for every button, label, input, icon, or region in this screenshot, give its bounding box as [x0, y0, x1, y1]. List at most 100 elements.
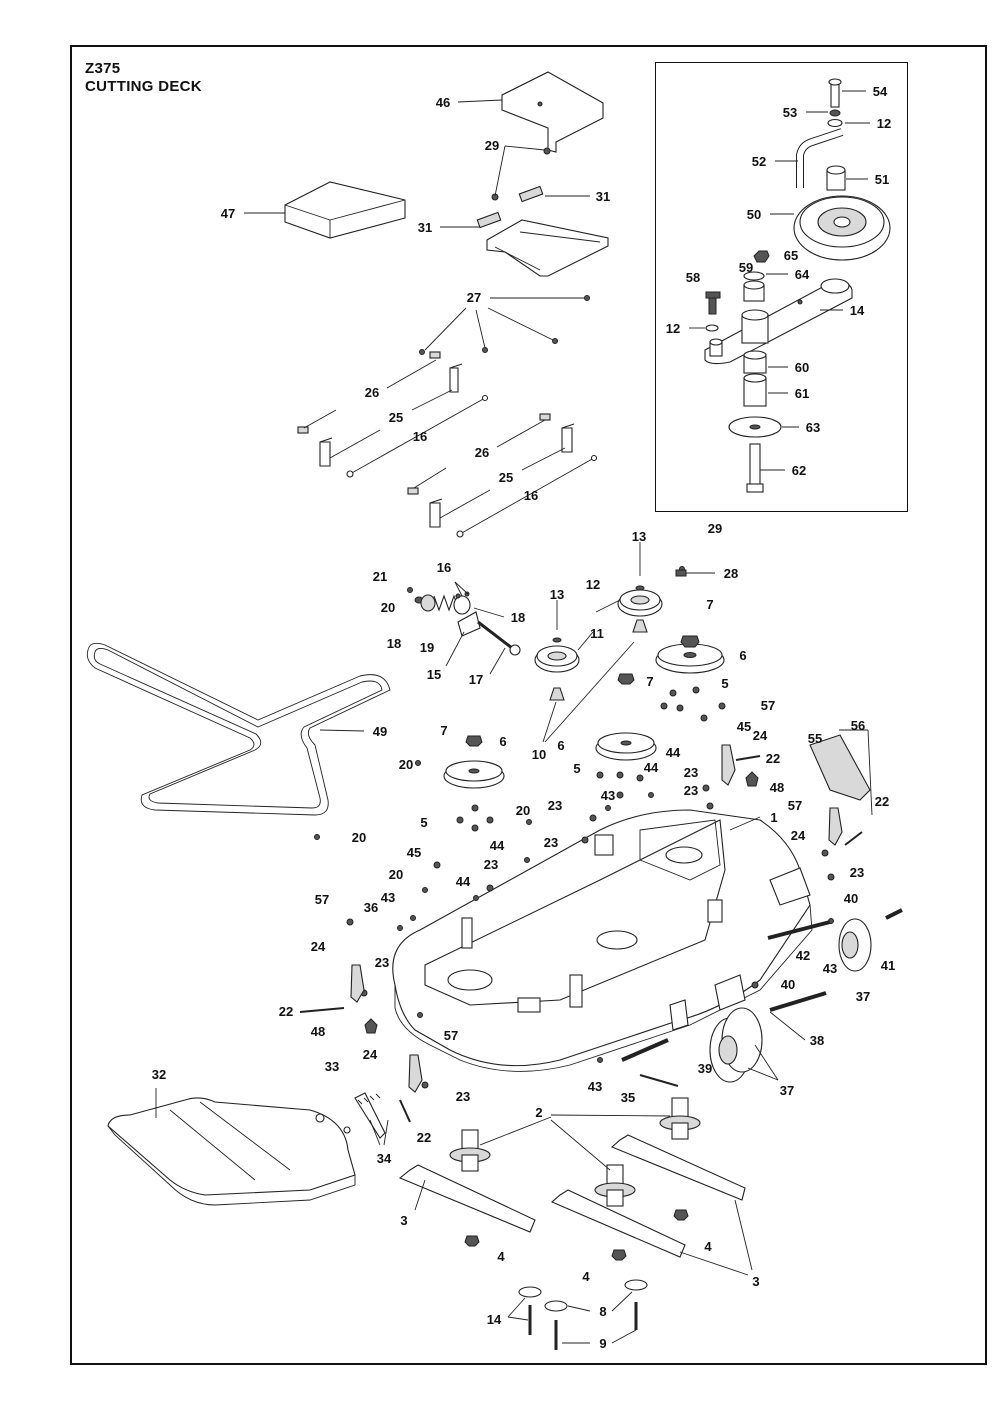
- callout-24: 24: [791, 828, 806, 843]
- mower-blades: [398, 1134, 746, 1350]
- callout-57: 57: [788, 798, 802, 813]
- callout-12: 12: [666, 321, 680, 336]
- callout-37: 37: [856, 989, 870, 1004]
- callout-57: 57: [315, 892, 329, 907]
- callout-40: 40: [844, 891, 858, 906]
- callout-16: 16: [437, 560, 451, 575]
- diagram-frame: [70, 45, 987, 1365]
- callout-22: 22: [875, 794, 889, 809]
- callout-57: 57: [761, 698, 775, 713]
- callout-13: 13: [632, 529, 646, 544]
- callout-36: 36: [364, 900, 378, 915]
- callout-23: 23: [456, 1089, 470, 1104]
- spring-tensioner-group: [407, 587, 521, 656]
- section-title: CUTTING DECK: [85, 78, 202, 95]
- callout-23: 23: [544, 835, 558, 850]
- drive-belt-49: [86, 642, 391, 816]
- callout-10: 10: [532, 747, 546, 762]
- callout-26: 26: [475, 445, 489, 460]
- callout-37: 37: [780, 1083, 794, 1098]
- callout-33: 33: [325, 1059, 339, 1074]
- callout-43: 43: [381, 890, 395, 905]
- spindle-pulley-center: [595, 673, 657, 761]
- callout-49: 49: [373, 724, 387, 739]
- callout-14: 14: [850, 303, 865, 318]
- callout-19: 19: [420, 640, 434, 655]
- callout-13: 13: [550, 587, 564, 602]
- callout-25: 25: [389, 410, 403, 425]
- deck-hardware: [314, 686, 835, 1089]
- callout-3: 3: [752, 1274, 759, 1289]
- callout-48: 48: [311, 1024, 325, 1039]
- callout-42: 42: [796, 948, 810, 963]
- callout-45: 45: [737, 719, 751, 734]
- callout-23: 23: [850, 865, 864, 880]
- idler-arm-assembly: [704, 78, 891, 493]
- callout-labels: 4629314731272625162625165453125251506559…: [152, 84, 895, 1351]
- callout-2: 2: [535, 1105, 542, 1120]
- cover-bracket: [476, 147, 609, 277]
- cutting-deck-1: [392, 809, 813, 1072]
- callout-23: 23: [548, 798, 562, 813]
- leader-lines: [155, 90, 873, 1344]
- callout-54: 54: [873, 84, 888, 99]
- callout-62: 62: [792, 463, 806, 478]
- callout-43: 43: [601, 788, 615, 803]
- callout-22: 22: [766, 751, 780, 766]
- callout-46: 46: [436, 95, 450, 110]
- callout-29: 29: [708, 521, 722, 536]
- callout-43: 43: [823, 961, 837, 976]
- callout-50: 50: [747, 207, 761, 222]
- callout-58: 58: [686, 270, 700, 285]
- callout-51: 51: [875, 172, 889, 187]
- callout-17: 17: [469, 672, 483, 687]
- idler-pulley-12: [617, 585, 663, 633]
- hardware-group-upper: [297, 295, 598, 538]
- spindle-pulley-left: [415, 735, 505, 789]
- belt-cover-47: [284, 181, 406, 239]
- callout-44: 44: [456, 874, 471, 889]
- callout-6: 6: [499, 734, 506, 749]
- callout-1: 1: [770, 810, 777, 825]
- spindle-pulley-upper-right: [655, 566, 725, 674]
- callout-12: 12: [877, 116, 891, 131]
- callout-55: 55: [808, 731, 822, 746]
- callout-14: 14: [487, 1312, 502, 1327]
- callout-44: 44: [644, 760, 659, 775]
- callout-20: 20: [352, 830, 366, 845]
- callout-20: 20: [381, 600, 395, 615]
- callout-16: 16: [524, 488, 538, 503]
- callout-21: 21: [373, 569, 387, 584]
- callout-12: 12: [586, 577, 600, 592]
- callout-7: 7: [440, 723, 447, 738]
- callout-7: 7: [646, 674, 653, 689]
- callout-35: 35: [621, 1090, 635, 1105]
- callout-22: 22: [417, 1130, 431, 1145]
- callout-15: 15: [427, 667, 441, 682]
- callout-4: 4: [497, 1249, 505, 1264]
- callout-52: 52: [752, 154, 766, 169]
- callout-53: 53: [783, 105, 797, 120]
- callout-4: 4: [704, 1239, 712, 1254]
- idler-arm-inset-box: [655, 62, 908, 512]
- callout-20: 20: [389, 867, 403, 882]
- callout-56: 56: [851, 718, 865, 733]
- callout-5: 5: [721, 676, 728, 691]
- idler-pulley-11: [534, 637, 580, 701]
- callout-34: 34: [377, 1151, 392, 1166]
- callout-38: 38: [810, 1033, 824, 1048]
- callout-63: 63: [806, 420, 820, 435]
- callout-40: 40: [781, 977, 795, 992]
- callout-18: 18: [511, 610, 525, 625]
- callout-5: 5: [573, 761, 580, 776]
- callout-20: 20: [516, 803, 530, 818]
- callout-11: 11: [590, 626, 604, 641]
- callout-9: 9: [599, 1336, 606, 1351]
- callout-57: 57: [444, 1028, 458, 1043]
- callout-23: 23: [484, 857, 498, 872]
- callout-61: 61: [795, 386, 809, 401]
- callout-65: 65: [784, 248, 798, 263]
- callout-32: 32: [152, 1067, 166, 1082]
- callout-4: 4: [582, 1269, 590, 1284]
